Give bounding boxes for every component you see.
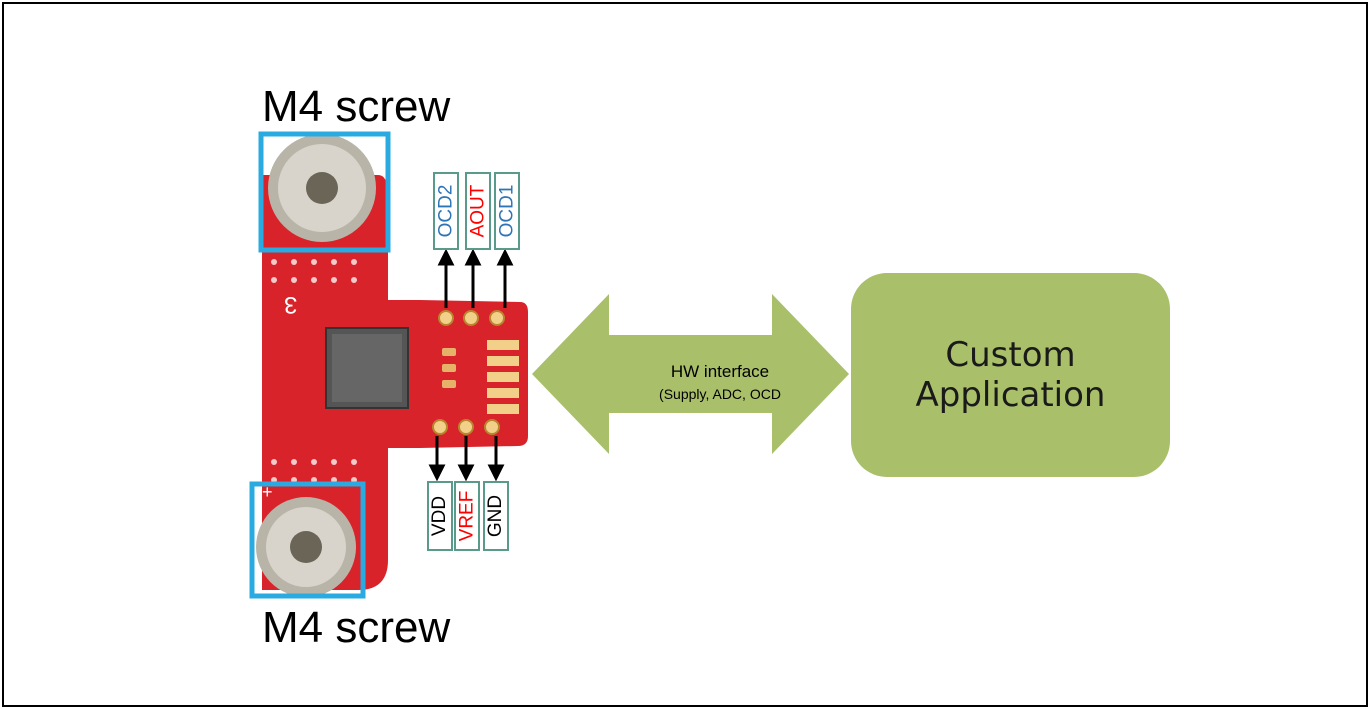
header-pins-bottom	[432, 419, 500, 435]
pin-label-gnd: GND	[483, 481, 509, 551]
pin-label-aout: AOUT	[465, 172, 491, 250]
pin-arrows-down	[428, 436, 505, 482]
connector-pads	[487, 340, 519, 414]
screw-top	[268, 134, 376, 242]
screw-bottom-label: M4 screw	[262, 603, 451, 652]
board-plus-mark: +	[262, 482, 273, 502]
pin-label-text: OCD1	[496, 184, 518, 238]
pin-label-vref: VREF	[454, 481, 480, 551]
pin-label-text: VDD	[429, 495, 450, 537]
pin-label-text: OCD2	[435, 184, 457, 238]
application-line-2: Application	[915, 375, 1106, 415]
smd-components	[442, 348, 456, 388]
pin-label-text: GND	[485, 494, 507, 538]
application-line-1: Custom	[945, 335, 1076, 375]
pin-label-vdd: VDD	[427, 481, 453, 551]
via-pattern-top	[271, 259, 357, 283]
screw-top-label: M4 screw	[262, 82, 451, 131]
pin-label-text: VREF	[456, 490, 477, 542]
screw-top-highlight	[258, 131, 391, 253]
screw-bottom	[256, 497, 356, 597]
pin-label-text: AOUT	[467, 184, 488, 238]
hw-interface-text: HW interface (Supply, ADC, OCD	[600, 362, 840, 402]
pin-label-ocd2: OCD2	[433, 172, 459, 250]
hw-interface-title: HW interface	[670, 362, 770, 381]
board-marking: 3	[284, 291, 298, 318]
screw-bottom-highlight	[249, 481, 366, 599]
custom-application-box: Custom Application	[851, 273, 1170, 477]
pin-arrows-up	[437, 248, 514, 308]
pin-label-ocd1: OCD1	[494, 172, 520, 250]
hw-interface-arrow	[532, 294, 849, 454]
header-pins-top	[438, 310, 505, 326]
hw-interface-subtitle: (Supply, ADC, OCD	[659, 386, 781, 402]
